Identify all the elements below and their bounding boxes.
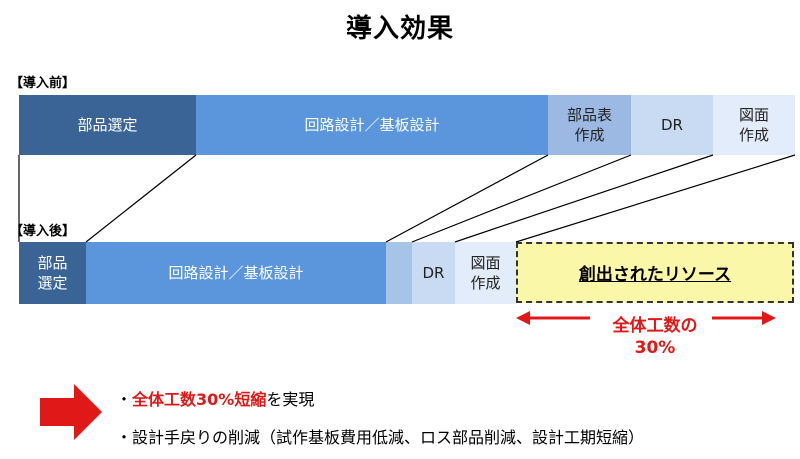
bullet-1-suffix: を実現 [266,390,315,409]
bullet-1-highlight: 全体工数30%短縮 [132,390,267,409]
bullet-1-prefix: ・ [116,390,133,409]
after-seg-drawing: 図面 作成 [455,242,516,304]
page-title: 導入効果 [345,14,454,44]
after-seg-part-selection: 部品 選定 [19,242,86,304]
savings-line2: 30% [634,338,676,359]
after-label: 【導入後】 [10,224,76,239]
before-seg-drawing: 図面 作成 [713,95,795,155]
before-seg-bom: 部品表 作成 [548,95,631,155]
before-seg-part-selection: 部品選定 [19,95,196,155]
bullet-1: ・全体工数30%短縮を実現 [116,386,314,410]
after-seg-bom [386,242,412,304]
after-seg-dr: DR [412,242,455,304]
savings-arrow [516,311,776,325]
savings-line1: 全体工数の [612,316,698,336]
before-seg-circuit-design: 回路設計／基板設計 [196,95,548,155]
after-seg-circuit-design: 回路設計／基板設計 [86,242,386,304]
bullet-2: ・設計手戻りの削減（試作基板費用低減、ロス部品削減、設計工期短縮） [116,428,645,447]
savings-label: 全体工数の 30% [560,315,750,359]
big-red-arrow-icon [40,384,102,440]
created-resource-box: 創出されたリソース [516,242,794,303]
before-seg-dr: DR [631,95,713,155]
before-label: 【導入前】 [10,76,76,91]
